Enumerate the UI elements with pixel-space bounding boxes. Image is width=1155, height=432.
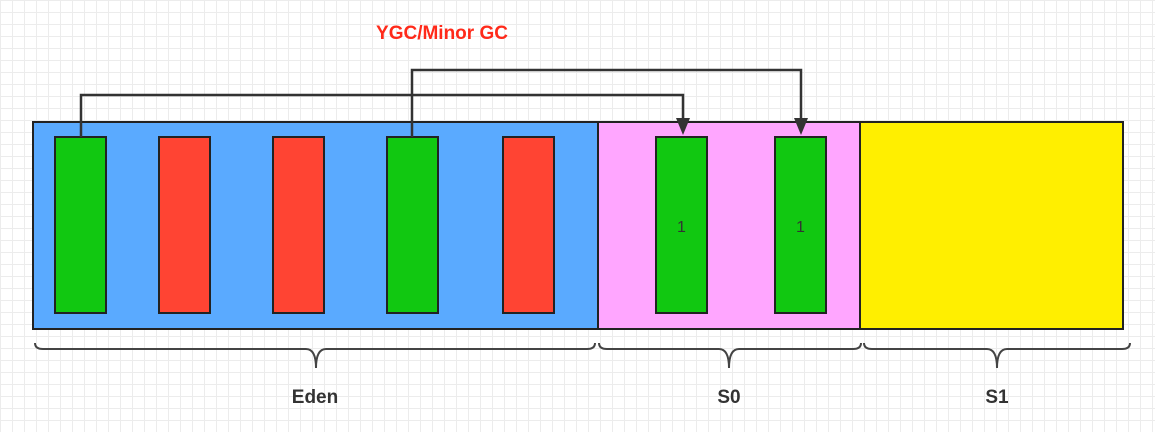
copy-arrow-2 [410, 68, 803, 137]
copy-arrow-1 [79, 93, 685, 137]
s0-label: S0 [717, 387, 740, 408]
eden-brace [34, 342, 596, 369]
s0-brace [598, 342, 862, 369]
eden-object-5-garbage [502, 136, 555, 314]
s0-object-2 [774, 136, 827, 314]
s1-label: S1 [985, 387, 1009, 408]
eden-object-1-live [54, 136, 107, 314]
copy-arrow-2-head [794, 118, 808, 135]
s1-brace [863, 342, 1131, 369]
eden-object-4-live [386, 136, 439, 314]
eden-object-3-garbage [272, 136, 325, 314]
copy-arrows [79, 68, 808, 137]
s0-object-1-age: 1 [677, 219, 686, 236]
s0-object-1 [655, 136, 708, 314]
diagram-title: YGC/Minor GC [376, 23, 508, 44]
s1-region [859, 121, 1124, 330]
eden-label: Eden [292, 387, 338, 408]
eden-object-2-garbage [158, 136, 211, 314]
copy-arrow-1-head [676, 118, 690, 135]
s0-object-2-age: 1 [796, 219, 805, 236]
